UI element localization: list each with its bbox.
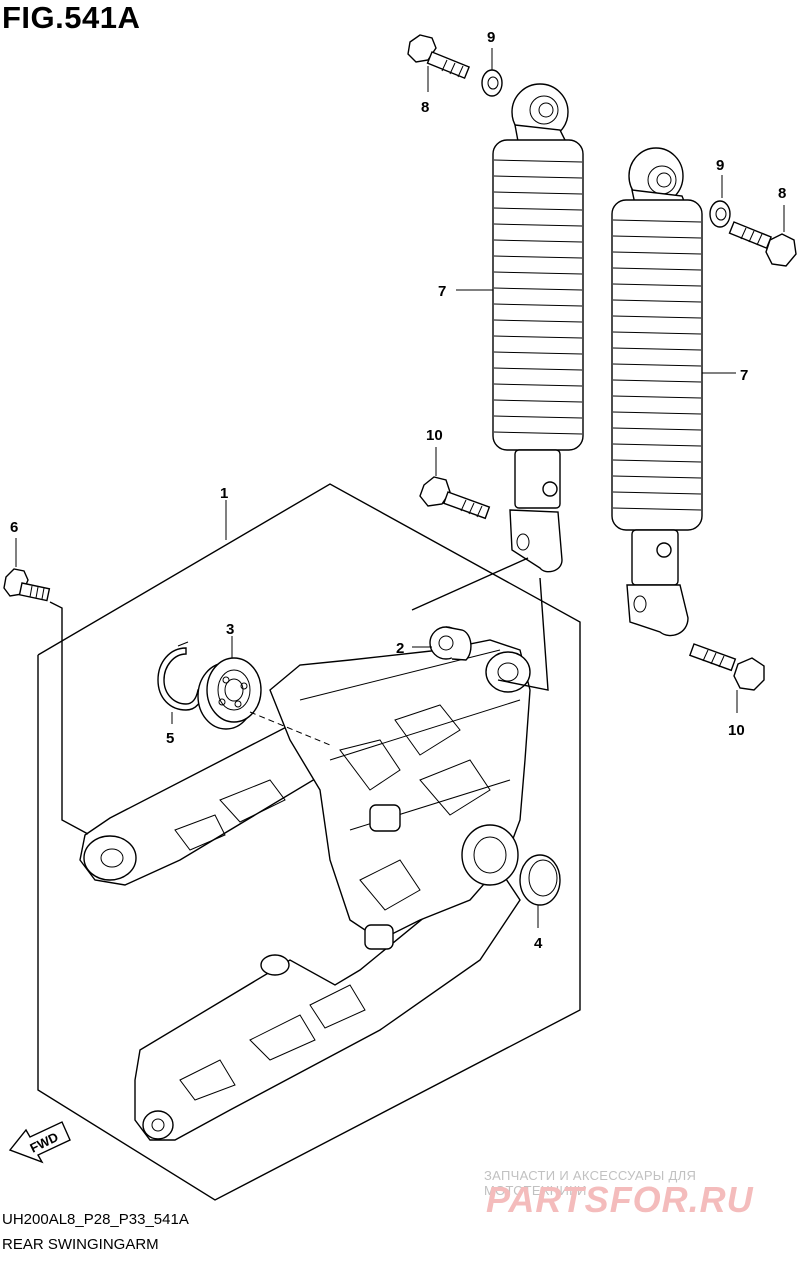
callout-9-right: 9 xyxy=(716,157,724,174)
figure-title: FIG.541A xyxy=(2,0,141,35)
callout-6: 6 xyxy=(10,519,18,536)
washer-left xyxy=(481,48,503,97)
shock-absorber-right xyxy=(611,147,703,637)
lower-bolt-left xyxy=(419,447,491,520)
callout-4: 4 xyxy=(534,935,543,952)
bearing xyxy=(197,636,331,746)
callout-7-left: 7 xyxy=(438,283,446,300)
callout-1: 1 xyxy=(220,485,228,502)
upper-bolt-right xyxy=(728,205,797,267)
pivot-bolt xyxy=(3,568,89,835)
callout-2: 2 xyxy=(396,640,404,657)
callout-7-right: 7 xyxy=(740,367,748,384)
upper-bolt-left xyxy=(407,34,470,92)
washer-right xyxy=(709,175,731,228)
swingarm xyxy=(79,639,531,1141)
diagram-code: UH200AL8_P28_P33_541A xyxy=(2,1211,189,1228)
callout-8-right: 8 xyxy=(778,185,786,202)
watermark-brand: PARTSFOR.RU xyxy=(486,1179,754,1220)
watermark-tagline: ЗАПЧАСТИ И АКСЕССУАРЫ ДЛЯ МОТОТЕХНИКИ xyxy=(484,1168,697,1198)
callout-8-left: 8 xyxy=(421,99,429,116)
seal xyxy=(519,854,561,928)
callout-3: 3 xyxy=(226,621,234,638)
shock-absorber-left xyxy=(492,83,584,691)
spacer xyxy=(412,626,472,661)
callout-10-right: 10 xyxy=(728,722,745,739)
leader-spacer-to-shock xyxy=(411,557,529,611)
callout-10-left: 10 xyxy=(426,427,443,444)
callout-5: 5 xyxy=(166,730,174,747)
lower-bolt-right xyxy=(688,643,765,713)
circlip xyxy=(157,641,205,724)
fwd-arrow-badge: FWD xyxy=(8,1121,71,1164)
callout-9-left: 9 xyxy=(487,29,495,46)
diagram-caption: REAR SWINGINGARM xyxy=(2,1236,159,1253)
swingarm-outline-box xyxy=(37,483,581,1201)
